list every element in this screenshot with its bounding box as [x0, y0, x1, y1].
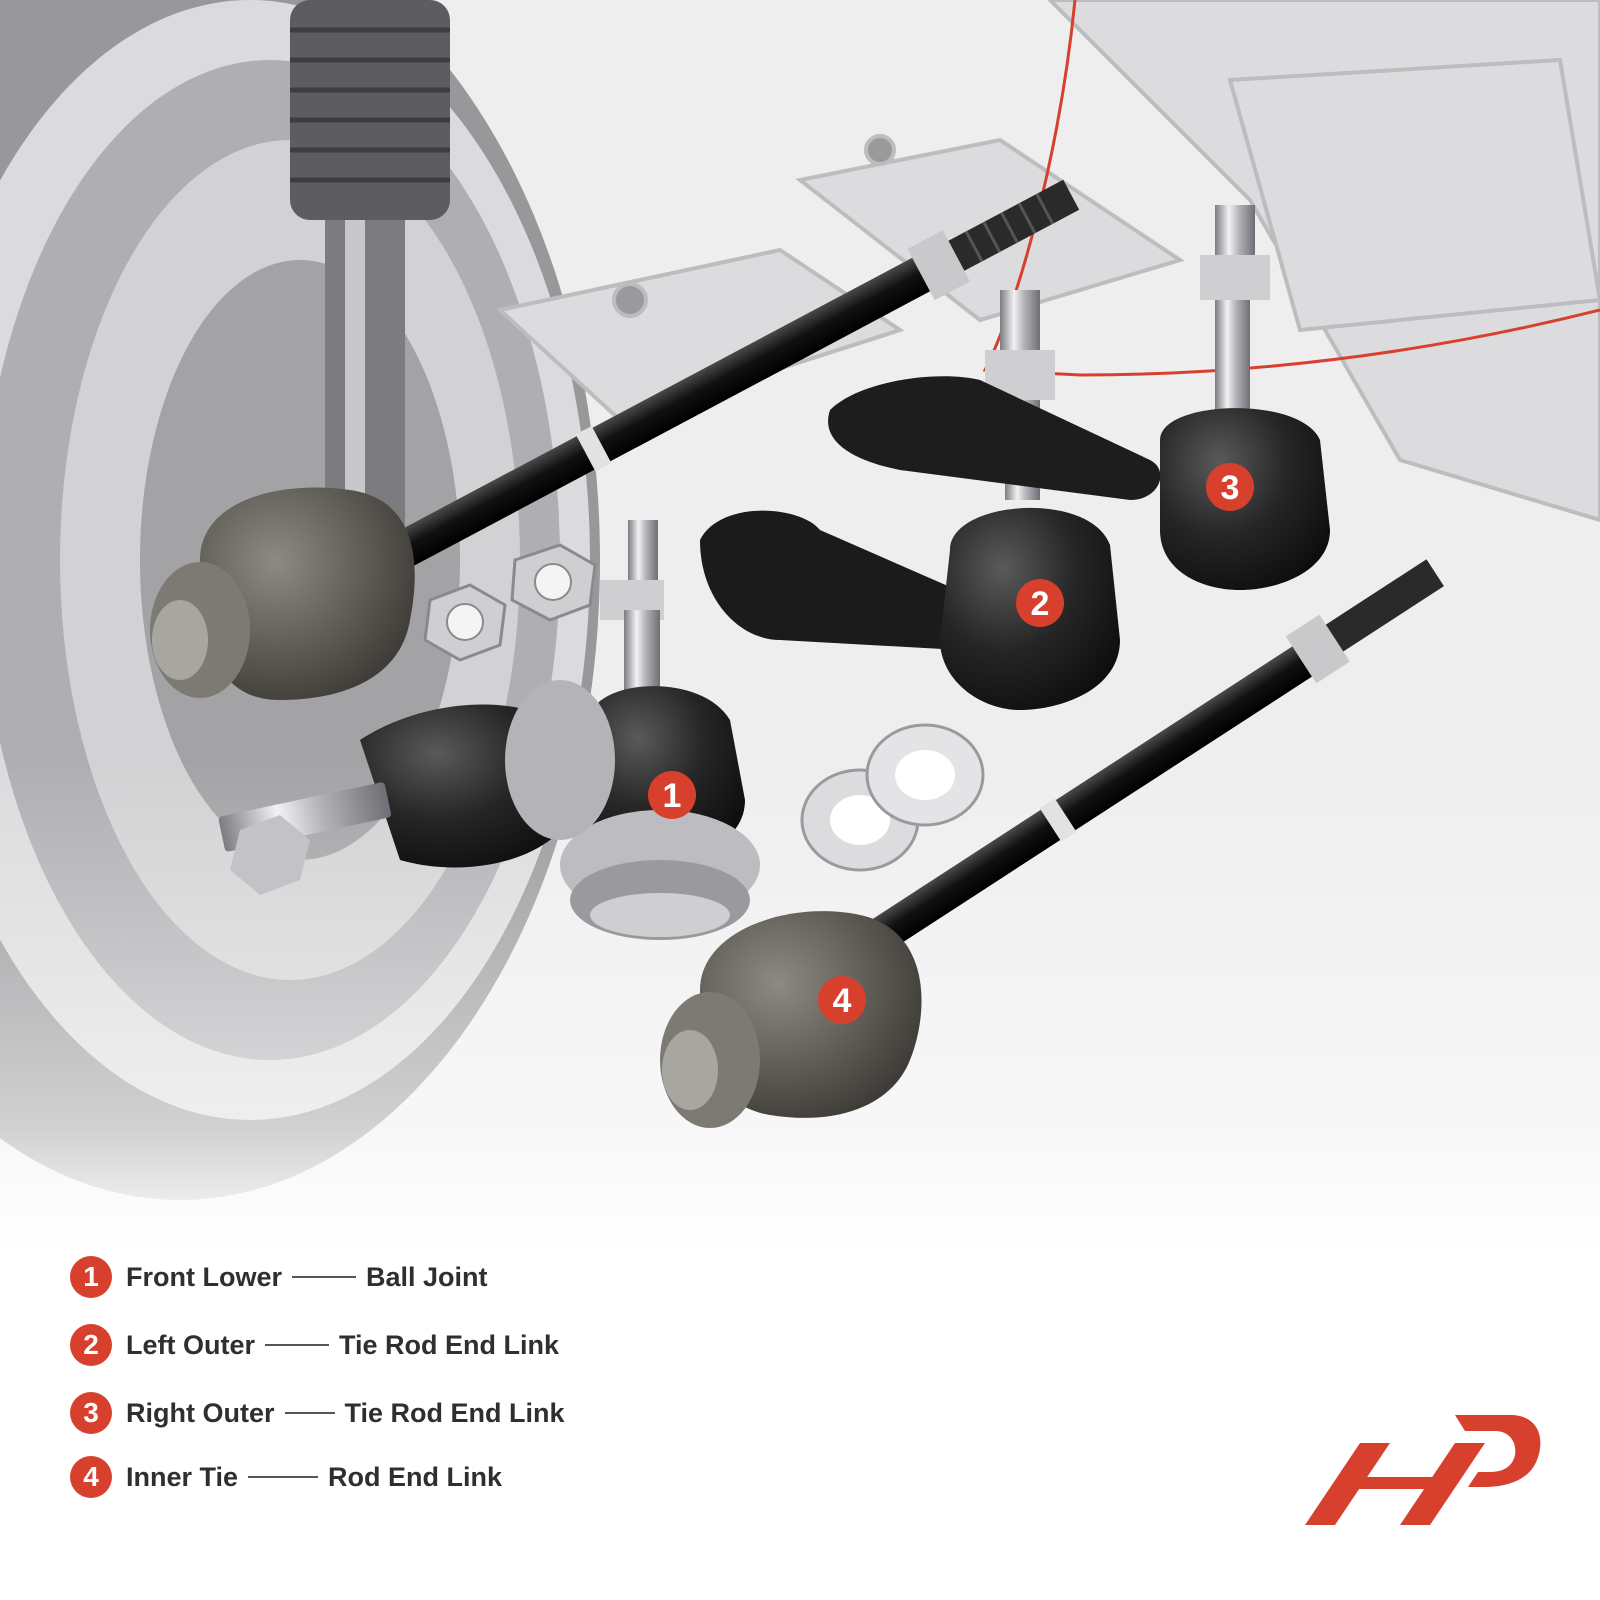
legend-connector: [284, 1412, 335, 1414]
inner-tie-rod-icon: [660, 559, 1444, 1128]
legend-position: Left Outer: [126, 1329, 256, 1360]
legend-badge: 1: [70, 1256, 112, 1298]
legend-part-name: Tie Rod End Link: [344, 1397, 565, 1428]
legend-connector: [265, 1344, 330, 1346]
svg-text:4: 4: [833, 982, 852, 1020]
legend-badge: 4: [70, 1456, 112, 1498]
inner-tie-rod-upper: [150, 179, 1080, 700]
legend-item-2: 2 Left Outer Tie Rod End Link: [70, 1323, 559, 1367]
lock-washer-icon: [800, 723, 985, 872]
legend-badge: 2: [70, 1324, 112, 1366]
part-badge-3: 3: [1206, 463, 1254, 511]
svg-text:1: 1: [663, 777, 682, 815]
brand-logo-icon: [1305, 1415, 1541, 1525]
legend-part-name: Rod End Link: [328, 1461, 503, 1492]
legend-item-4: 4 Inner Tie Rod End Link: [70, 1455, 502, 1499]
part-badge-2: 2: [1016, 579, 1064, 627]
legend-position: Front Lower: [126, 1261, 282, 1292]
svg-text:3: 3: [1221, 469, 1240, 507]
legend-connector: [248, 1476, 319, 1478]
legend-part-name: Ball Joint: [366, 1261, 488, 1292]
hex-nut-icon: [423, 543, 597, 662]
red-accent-curve: [982, 0, 1600, 377]
parts-scene: 1 2 3 4: [0, 0, 1600, 1250]
legend-part-name: Tie Rod End Link: [339, 1329, 560, 1360]
legend-position: Right Outer: [126, 1397, 275, 1428]
tie-rod-end-icon: [700, 290, 1120, 710]
part-badge-4: 4: [818, 976, 866, 1024]
legend-item-1: 1 Front Lower Ball Joint: [70, 1255, 488, 1299]
legend-connector: [292, 1276, 356, 1278]
legend-item-3: 3 Right Outer Tie Rod End Link: [70, 1391, 565, 1435]
legend-badge: 3: [70, 1392, 112, 1434]
part-badge-1: 1: [648, 771, 696, 819]
legend-position: Inner Tie: [126, 1461, 239, 1492]
svg-text:2: 2: [1031, 585, 1050, 623]
